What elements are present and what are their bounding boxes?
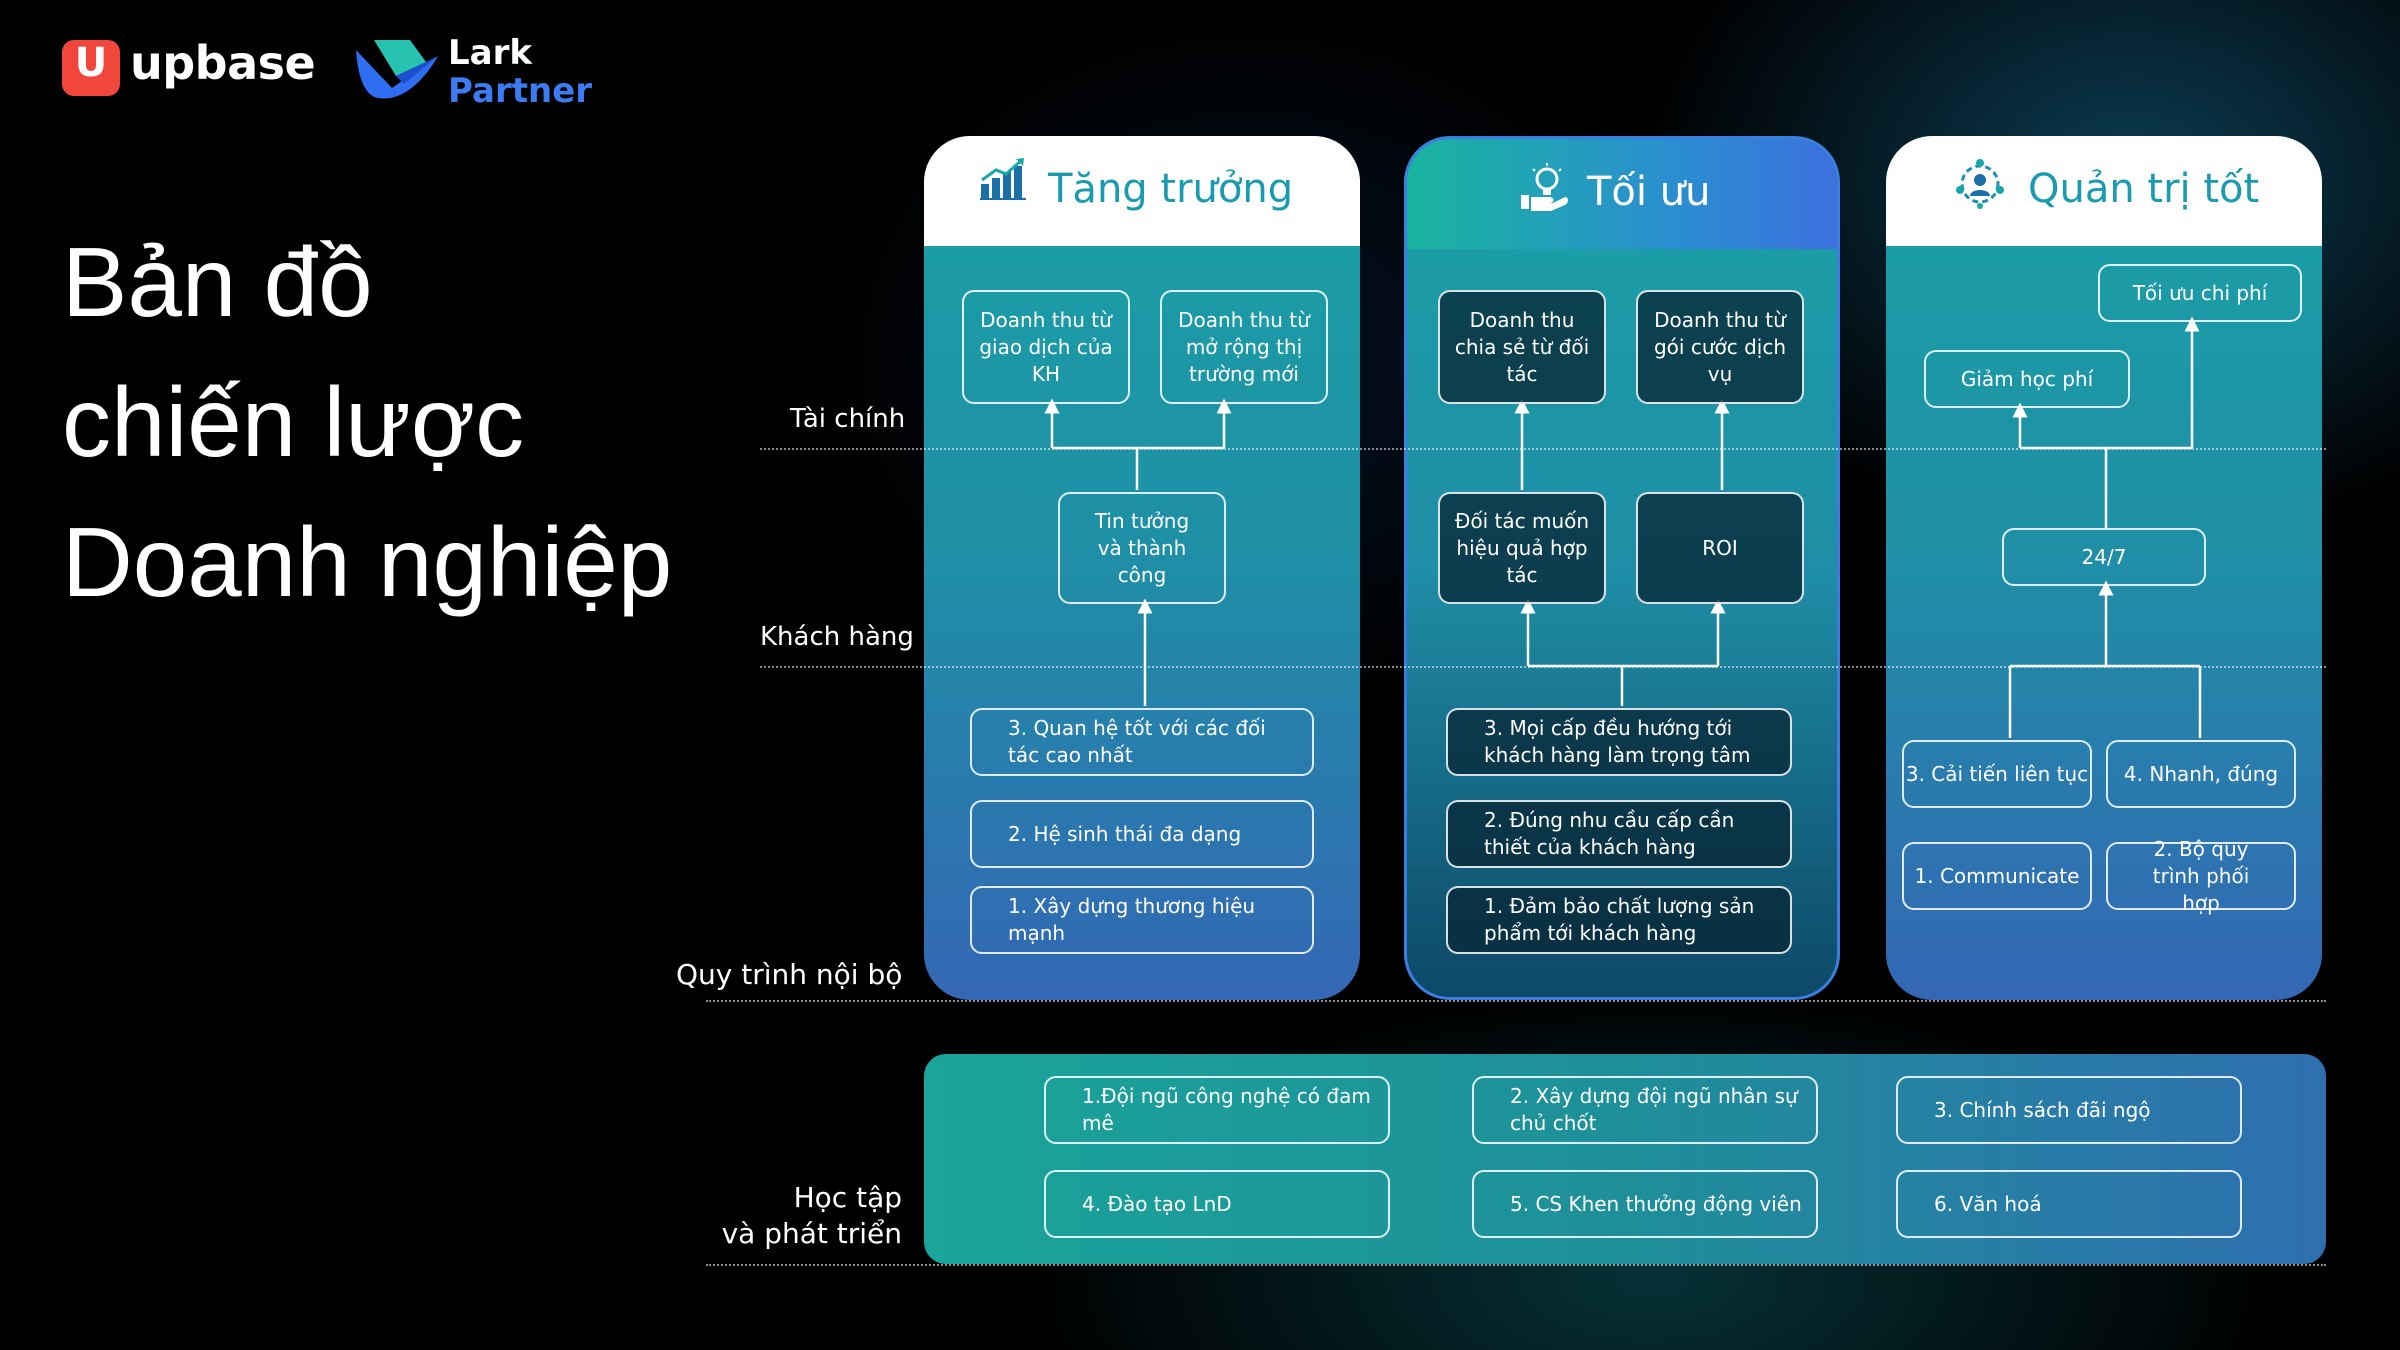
optimize-customer-box: ROI <box>1636 492 1804 604</box>
bar-chart-growth-icon <box>980 158 1026 200</box>
process-divider <box>706 1000 2326 1002</box>
governance-column-title: Quản trị tốt <box>2028 166 2260 212</box>
learning-divider <box>706 1264 2326 1266</box>
upbase-logo-text: upbase <box>130 36 316 90</box>
optimize-column-header <box>1407 139 1837 249</box>
governance-process-box: 2. Bộ quy trình phối hợp <box>2106 837 2296 915</box>
row-label-finance: Tài chính <box>790 404 906 434</box>
learning-box: 6. Văn hoá <box>1896 1170 2242 1238</box>
lark-partner-text: Partner <box>448 71 593 111</box>
learning-box: 2. Xây dựng đội ngũ nhân sự chủ chốt <box>1472 1076 1818 1144</box>
governance-process-box: 1. Communicate <box>1902 842 2092 910</box>
team-management-icon <box>1956 159 2004 209</box>
row-label-internal: Quy trình nội bộ <box>676 958 903 991</box>
optimize-process-box: 2. Đúng nhu cầu cấp cần thiết của khách … <box>1446 800 1792 868</box>
optimize-finance-box: Doanh thu chia sẻ từ đối tác <box>1438 290 1606 404</box>
title-line: Bản đồ <box>62 227 373 337</box>
lightbulb-hand-icon <box>1521 163 1568 211</box>
optimize-process-box: 1. Đảm bảo chất lượng sản phẩm tới khách… <box>1446 886 1792 954</box>
row-label-customer: Khách hàng <box>760 622 914 652</box>
optimize-process-box: 3. Mọi cấp đều hướng tới khách hàng làm … <box>1446 708 1792 776</box>
optimize-column-title: Tối ưu <box>1587 169 1711 215</box>
row-label-learning: Học tập và phát triển <box>700 1180 902 1252</box>
title-line: Doanh nghiệp <box>62 507 673 617</box>
optimize-customer-box: Đối tác muốn hiệu quả hợp tác <box>1438 492 1606 604</box>
page-title: Bản đồ chiến lược Doanh nghiệp <box>62 212 762 632</box>
governance-customer-box: 24/7 <box>2002 528 2206 586</box>
optimize-finance-box: Doanh thu từ gói cước dịch vụ <box>1636 290 1804 404</box>
learning-box: 5. CS Khen thưởng động viên <box>1472 1170 1818 1238</box>
growth-process-box: 3. Quan hệ tốt với các đối tác cao nhất <box>970 708 1314 776</box>
governance-process-box: 3. Cải tiến liên tục <box>1902 740 2092 808</box>
upbase-logo-mark: U <box>62 40 120 96</box>
growth-column: Tăng trưởng <box>924 136 1360 1000</box>
growth-customer-box: Tin tưởng và thành công <box>1058 492 1226 604</box>
growth-finance-box: Doanh thu từ giao dịch của KH <box>962 290 1130 404</box>
governance-finance-box: Giảm học phí <box>1924 350 2130 408</box>
governance-process-box: 4. Nhanh, đúng <box>2106 740 2296 808</box>
growth-finance-box: Doanh thu từ mở rộng thị trường mới <box>1160 290 1328 404</box>
growth-process-box: 1. Xây dựng thương hiệu mạnh <box>970 886 1314 954</box>
learning-box: 3. Chính sách đãi ngộ <box>1896 1076 2242 1144</box>
title-line: chiến lược <box>62 367 525 477</box>
lark-logo-icon <box>356 40 438 99</box>
learning-panel <box>924 1054 2326 1264</box>
growth-process-box: 2. Hệ sinh thái đa dạng <box>970 800 1314 868</box>
learning-box: 1.Đội ngũ công nghệ có đam mê <box>1044 1076 1390 1144</box>
growth-column-title: Tăng trưởng <box>1048 166 1294 212</box>
lark-logo-text: Lark <box>448 33 532 73</box>
governance-finance-box: Tối ưu chi phí <box>2098 264 2302 322</box>
row-label-learning-line2: và phát triển <box>721 1217 902 1250</box>
row-label-learning-line1: Học tập <box>793 1181 902 1214</box>
governance-column: Quản trị tốt <box>1886 136 2322 1000</box>
learning-box: 4. Đào tạo LnD <box>1044 1170 1390 1238</box>
finance-divider <box>760 448 2326 450</box>
